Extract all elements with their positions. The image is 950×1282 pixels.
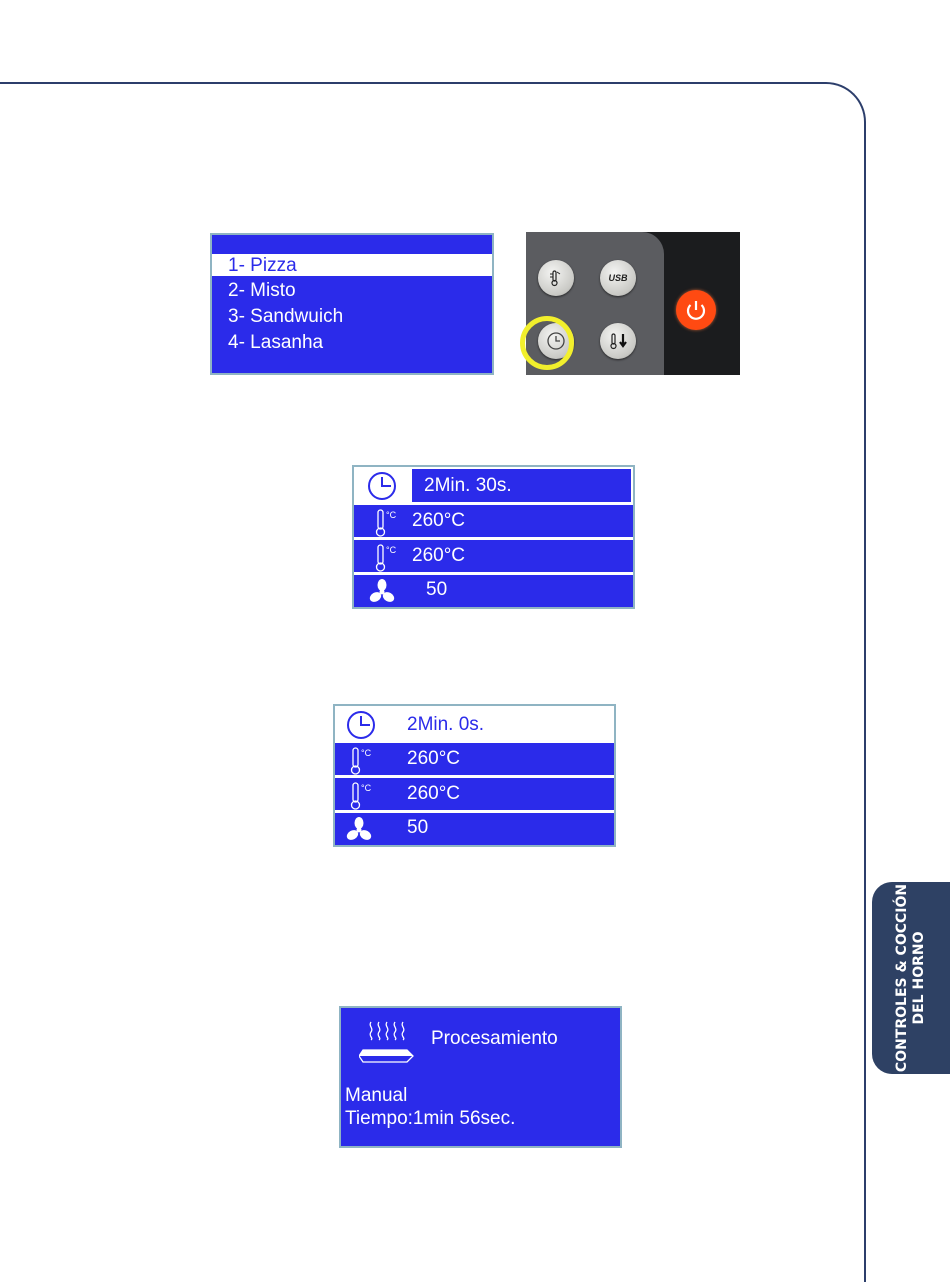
top-temp-row[interactable]: °C 260°C — [335, 743, 614, 778]
time-value-highlight: 2Min. 30s. — [412, 469, 631, 502]
time-set-screen: 2Min. 0s. °C 260°C °C 260°C 50 — [333, 704, 616, 847]
menu-item-4-label: - Lasanha — [239, 332, 324, 353]
usb-button[interactable]: USB — [600, 260, 636, 296]
temp-unit-label: °C — [386, 510, 397, 520]
temp-down-button[interactable] — [600, 323, 636, 359]
section-tab-line1: CONTROLES & COCCIÓN — [894, 884, 911, 1072]
recipe-menu-screen: 1- Pizza 2- Misto 3- Sandwuich 4- Lasanh… — [210, 233, 494, 375]
menu-item-1[interactable]: 1- Pizza — [212, 254, 492, 276]
time-value: 2Min. 0s. — [407, 714, 484, 736]
time-row[interactable]: 2Min. 30s. — [354, 467, 633, 505]
top-temp-value: 260°C — [407, 748, 460, 770]
thermometer-icon: °C — [374, 508, 402, 538]
menu-item-3-label: - Sandwuich — [239, 306, 344, 327]
top-temp-value: 260°C — [412, 510, 465, 532]
thermometer-down-icon — [607, 331, 629, 351]
thermometer-icon: °C — [349, 781, 377, 811]
bottom-temp-row[interactable]: °C 260°C — [354, 540, 633, 575]
temp-unit-label: °C — [386, 545, 397, 555]
fan-value: 50 — [426, 579, 447, 601]
processing-mode: Manual — [345, 1085, 407, 1107]
bottom-temp-row[interactable]: °C 260°C — [335, 778, 614, 813]
time-row[interactable]: 2Min. 0s. — [335, 706, 614, 743]
bottom-temp-value: 260°C — [412, 545, 465, 567]
fan-icon — [345, 816, 373, 844]
menu-item-3[interactable]: 3- Sandwuich — [212, 305, 492, 327]
menu-item-1-number: 1 — [228, 255, 239, 276]
menu-item-4[interactable]: 4- Lasanha — [212, 331, 492, 353]
time-value: 2Min. 30s. — [424, 475, 512, 497]
fan-icon — [368, 578, 396, 606]
temp-up-button[interactable] — [538, 260, 574, 296]
menu-item-4-number: 4 — [228, 332, 239, 353]
section-tab-label: CONTROLES & COCCIÓN DEL HORNO — [894, 884, 928, 1072]
usb-label: USB — [608, 273, 627, 283]
menu-item-2-number: 2 — [228, 280, 239, 301]
clock-icon — [345, 710, 377, 740]
menu-item-1-label: - Pizza — [239, 255, 297, 276]
temp-unit-label: °C — [361, 748, 372, 758]
power-icon — [676, 290, 716, 330]
menu-item-3-number: 3 — [228, 306, 239, 327]
processing-screen: Procesamiento Manual Tiempo:1min 56sec. — [339, 1006, 622, 1148]
bottom-temp-value: 260°C — [407, 783, 460, 805]
top-temp-row[interactable]: °C 260°C — [354, 505, 633, 540]
thermometer-icon — [546, 268, 566, 288]
fan-row[interactable]: 50 — [335, 813, 614, 845]
processing-status: Procesamiento — [431, 1028, 558, 1050]
oven-heat-icon — [359, 1020, 421, 1072]
section-tab: CONTROLES & COCCIÓN DEL HORNO — [872, 882, 950, 1074]
power-button[interactable] — [676, 290, 716, 330]
fan-value: 50 — [407, 817, 428, 839]
thermometer-icon: °C — [374, 543, 402, 573]
temp-unit-label: °C — [361, 783, 372, 793]
time-edit-screen: 2Min. 30s. °C 260°C °C 260°C 50 — [352, 465, 635, 609]
processing-time: Tiempo:1min 56sec. — [345, 1108, 515, 1130]
section-tab-line2: DEL HORNO — [911, 884, 928, 1072]
menu-item-2[interactable]: 2- Misto — [212, 279, 492, 301]
fan-row[interactable]: 50 — [354, 575, 633, 607]
timer-button-highlight — [520, 316, 574, 370]
thermometer-icon: °C — [349, 746, 377, 776]
clock-icon — [366, 471, 398, 501]
menu-header-bar — [212, 235, 492, 250]
menu-item-2-label: - Misto — [239, 280, 296, 301]
